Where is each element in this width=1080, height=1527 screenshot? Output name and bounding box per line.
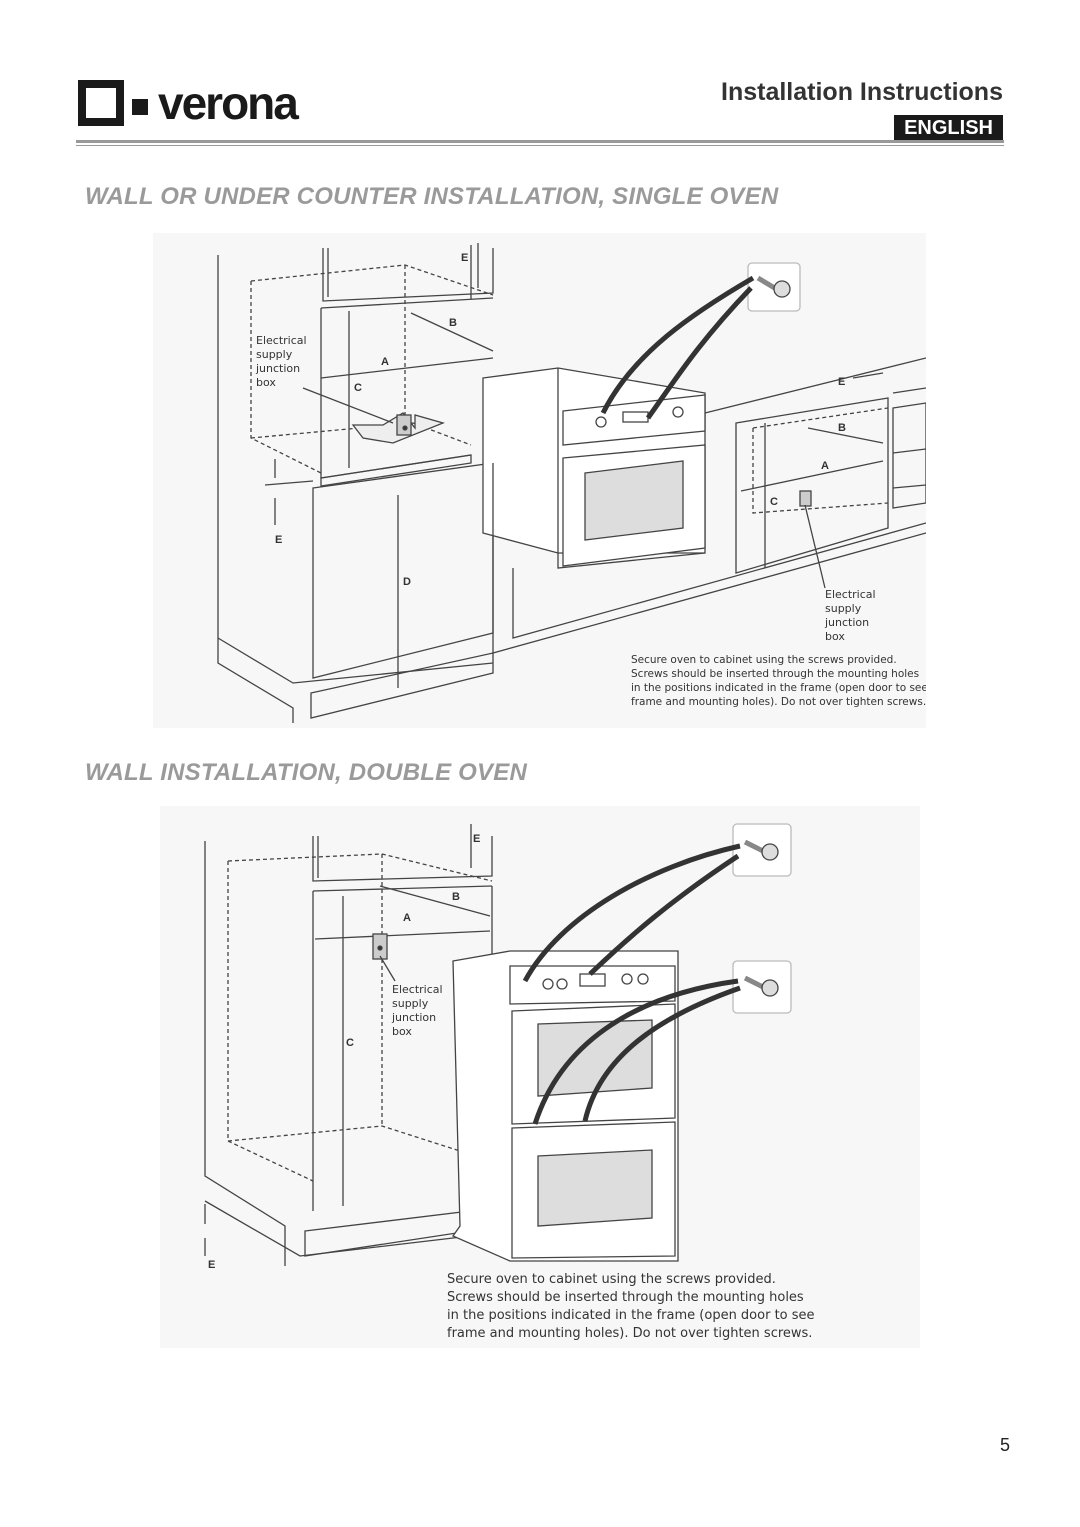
dim-b-label: B (452, 891, 460, 903)
junction-box-label-right-2: supply (825, 602, 862, 615)
install-note-line-3: in the positions indicated in the frame … (631, 682, 926, 694)
dim-c-label: C (354, 382, 362, 394)
junction-box-label-left-1: Electrical (256, 334, 307, 347)
junction-box-label-2: supply (392, 997, 429, 1010)
screw-icon-top (743, 839, 779, 861)
junction-box-label-right-1: Electrical (825, 588, 876, 601)
dim-e-right-label: E (838, 376, 845, 388)
install-note-line-1: Secure oven to cabinet using the screws … (631, 654, 897, 666)
install-note-line-4: frame and mounting holes). Do not over t… (631, 696, 926, 708)
junction-box-label-left-3: junction (255, 362, 300, 375)
dim-e-bottom-label: E (208, 1259, 215, 1271)
install-note-line-2: Screws should be inserted through the mo… (631, 668, 919, 680)
single-oven-diagram: E B A C D E E B A C Electrical (153, 233, 926, 728)
dim-d-label: D (403, 576, 411, 588)
dim-e-top-label: E (473, 833, 480, 845)
install-note-line-1: Secure oven to cabinet using the screws … (447, 1272, 776, 1287)
header-divider-thin (76, 145, 1004, 146)
dim-e-top-label: E (461, 252, 468, 264)
install-note-line-4: frame and mounting holes). Do not over t… (447, 1326, 812, 1341)
dim-b-label: B (449, 317, 457, 329)
logo-square-icon (78, 80, 124, 126)
junction-box-label-right-3: junction (824, 616, 869, 629)
page-number: 5 (999, 1435, 1010, 1455)
dim-c-right-label: C (770, 496, 778, 508)
dim-e-left-label: E (275, 534, 282, 546)
install-note-line-3: in the positions indicated in the frame … (447, 1308, 815, 1323)
install-note-line-2: Screws should be inserted through the mo… (447, 1290, 804, 1305)
junction-box-label-4: box (392, 1025, 412, 1038)
junction-box-label-right-4: box (825, 630, 845, 643)
language-badge: ENGLISH (894, 115, 1003, 141)
dim-a-right-label: A (821, 460, 829, 472)
junction-box-label-left-4: box (256, 376, 276, 389)
screw-icon-bottom (743, 975, 779, 997)
junction-box-label-left-2: supply (256, 348, 293, 361)
section-title-double-oven: WALL INSTALLATION, DOUBLE OVEN (85, 759, 527, 786)
double-oven-diagram: E B A C E Electrical supply junction box… (160, 806, 920, 1348)
logo-wordmark: verona (158, 77, 299, 129)
dim-c-label: C (346, 1037, 354, 1049)
dim-a-label: A (381, 356, 389, 368)
brand-logo: verona (78, 77, 299, 129)
junction-box-label-3: junction (391, 1011, 436, 1024)
junction-box-label-1: Electrical (392, 983, 443, 996)
section-title-single-oven: WALL OR UNDER COUNTER INSTALLATION, SING… (85, 183, 779, 210)
header-divider (76, 140, 1004, 143)
logo-small-square-icon (132, 99, 148, 115)
document-title: Installation Instructions (721, 78, 1003, 106)
dim-a-label: A (403, 912, 411, 924)
dim-b-right-label: B (838, 422, 846, 434)
screw-icon (756, 275, 791, 298)
